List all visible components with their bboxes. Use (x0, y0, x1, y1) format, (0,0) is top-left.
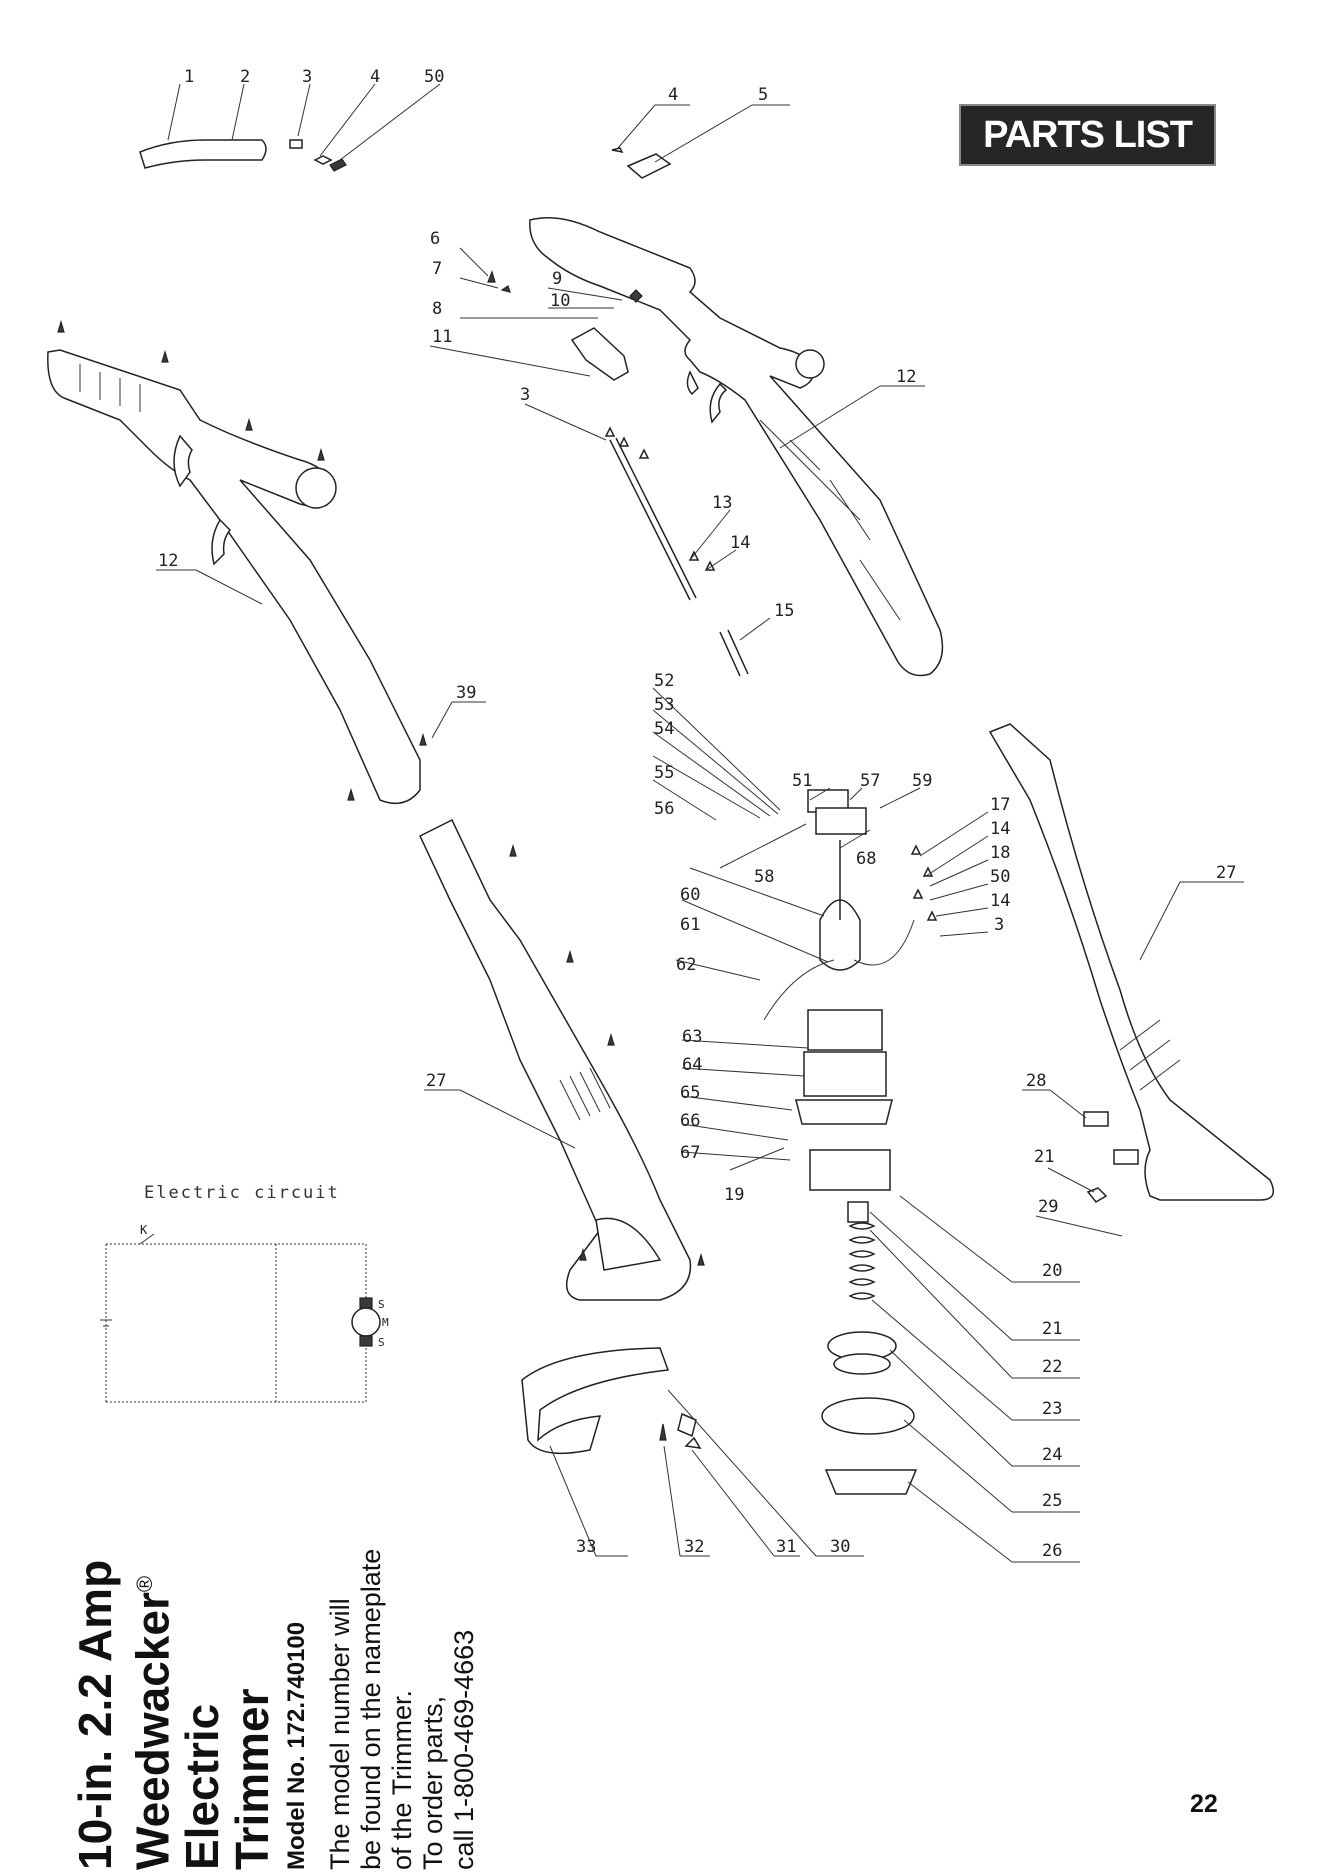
callout: 15 (774, 601, 794, 621)
note-line: of the Trimmer. (387, 1689, 418, 1870)
callout: 2 (240, 67, 250, 87)
motor-wiring-parts: 17 14 18 50 14 3 (910, 795, 1010, 937)
note-line: be found on the nameplate (356, 1548, 387, 1870)
callout: 65 (680, 1083, 700, 1103)
callout: 56 (654, 799, 674, 819)
callout: 54 (654, 719, 674, 739)
callout: 12 (158, 551, 178, 571)
callout: 22 (1042, 1357, 1062, 1377)
callout: 12 (896, 367, 916, 387)
callout: 5 (758, 85, 768, 105)
callout: 33 (576, 1537, 596, 1557)
callout: 14 (990, 891, 1010, 911)
callout: 60 (680, 885, 700, 905)
power-cord-assembly: 1 2 3 4 50 (139, 67, 444, 172)
motor-assembly: 52 53 54 55 56 51 57 59 58 68 60 61 62 6… (652, 671, 932, 1205)
note-line: call 1-800-469-4663 (449, 1629, 480, 1870)
callout: 14 (730, 533, 750, 553)
callout: 39 (456, 683, 476, 703)
page-number: 22 (1190, 1790, 1218, 1818)
lower-shaft-housing: 27 (419, 818, 705, 1301)
callout: 24 (1042, 1445, 1062, 1465)
callout: 29 (1038, 1197, 1058, 1217)
callout: 64 (682, 1055, 702, 1075)
callout: 6 (430, 229, 440, 249)
upper-handle-assembly: 6 7 8 9 10 11 12 (429, 217, 944, 677)
title-block: 10-in. 2.2 Amp Weedwacker® Electric Trim… (69, 1310, 540, 1870)
callout: 13 (712, 493, 732, 513)
callout: 51 (792, 771, 812, 791)
note-line: The model number will (325, 1598, 356, 1870)
callout: 23 (1042, 1399, 1062, 1419)
callout: 4 (370, 67, 380, 87)
callout: 66 (680, 1111, 700, 1131)
note-line: To order parts, (418, 1695, 449, 1870)
parts-list-banner: PARTS LIST (959, 104, 1216, 166)
callout: 19 (724, 1185, 744, 1205)
callout: 10 (550, 291, 570, 311)
callout: 9 (552, 269, 562, 289)
right-housing-half: 27 28 21 29 (988, 723, 1275, 1237)
callout: 3 (520, 385, 530, 405)
callout: 27 (426, 1071, 446, 1091)
callout: 30 (830, 1537, 850, 1557)
callout: 52 (654, 671, 674, 691)
product-title: 10-in. 2.2 Amp Weedwacker® Electric Trim… (69, 1310, 279, 1870)
callout: 27 (1216, 863, 1236, 883)
callout: 50 (990, 867, 1010, 887)
registered-mark: ® (132, 1575, 157, 1593)
wire-set: 3 13 14 15 (520, 385, 794, 677)
callout: 3 (302, 67, 312, 87)
left-handle-half: 12 39 (47, 319, 486, 805)
electric-circuit: Electric circuit K S M S (100, 1183, 389, 1403)
callout: 59 (912, 771, 932, 791)
callout: 21 (1034, 1147, 1054, 1167)
callout: 67 (680, 1143, 700, 1163)
callout: 28 (1026, 1071, 1046, 1091)
callout: 57 (860, 771, 880, 791)
callout: 14 (990, 819, 1010, 839)
callout: 55 (654, 763, 674, 783)
callout: 17 (990, 795, 1010, 815)
spool-assembly: 20 21 22 23 24 25 26 (821, 1195, 1080, 1563)
callout: 3 (994, 915, 1004, 935)
callout: 8 (432, 299, 442, 319)
callout: 1 (184, 67, 194, 87)
title-line: Electric (176, 1703, 229, 1870)
callout: 32 (684, 1537, 704, 1557)
switch-assembly: 4 5 (611, 85, 790, 179)
callout: 68 (856, 849, 876, 869)
title-line: Trimmer (226, 1688, 279, 1870)
callout: 11 (432, 327, 452, 347)
switch-label: K (140, 1223, 148, 1237)
title-line: Weedwacker® (120, 1310, 179, 1870)
callout: 53 (654, 695, 674, 715)
title-line-text: Weedwacker (126, 1592, 179, 1870)
motor-label: S (378, 1298, 385, 1311)
callout: 21 (1042, 1319, 1062, 1339)
callout: 63 (682, 1027, 702, 1047)
callout: 58 (754, 867, 774, 887)
title-line: 10-in. 2.2 Amp (69, 1559, 121, 1870)
callout: 18 (990, 843, 1010, 863)
guard-assembly: 33 32 31 30 (521, 1347, 864, 1557)
callout: 25 (1042, 1491, 1062, 1511)
motor-label: M (382, 1316, 389, 1329)
callout: 7 (432, 259, 442, 279)
callout: 20 (1042, 1261, 1062, 1281)
circuit-title: Electric circuit (144, 1183, 340, 1203)
callout: 26 (1042, 1541, 1062, 1561)
callout: 62 (676, 955, 696, 975)
callout: 31 (776, 1537, 796, 1557)
callout: 50 (424, 67, 444, 87)
callout: 61 (680, 915, 700, 935)
model-number: Model No. 172.740100 (283, 1621, 311, 1870)
callout: 4 (668, 85, 678, 105)
motor-label: S (378, 1336, 385, 1349)
